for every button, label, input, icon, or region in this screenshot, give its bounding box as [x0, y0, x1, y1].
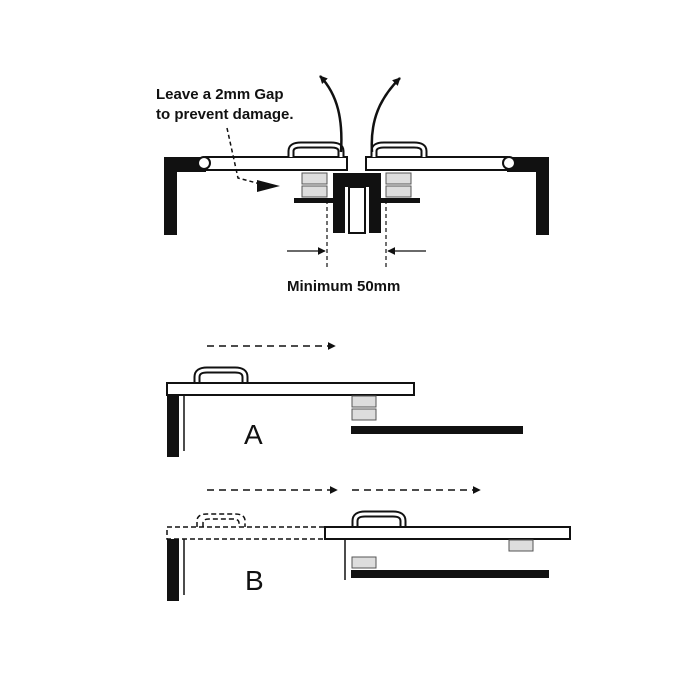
panel-b-ghost-handle-inner: [202, 518, 240, 527]
panel-a: A: [166, 342, 523, 457]
left-handle: [287, 141, 345, 157]
panel-a-handle: [193, 366, 249, 383]
right-hinge-pin: [502, 156, 516, 170]
right-support-bar: [381, 198, 420, 203]
panel-a-pad-lower: [351, 408, 377, 421]
panel-b-plate: [324, 526, 571, 540]
panel-b-pad-end: [508, 539, 534, 552]
panel-b-handle: [351, 510, 407, 527]
right-pad-lower: [385, 185, 412, 198]
panel-b-ghost-plate: [166, 526, 328, 540]
panel-b-handle-inner: [353, 512, 405, 527]
right-pad-upper: [385, 172, 412, 185]
left-plate: [205, 156, 348, 171]
left-lift-arrow: [319, 75, 343, 153]
left-pad-lower: [301, 185, 328, 198]
panel-b-pad-lower: [351, 556, 377, 569]
gap-note-line2: to prevent damage.: [156, 106, 294, 123]
panel-a-pad-upper: [351, 395, 377, 408]
panel-a-label: A: [244, 419, 263, 450]
minimum-gap-label: Minimum 50mm: [287, 278, 400, 295]
panel-b-ghost-handle: [196, 513, 246, 527]
panel-b-label: B: [245, 565, 264, 596]
right-lift-arrow: [370, 77, 401, 153]
left-hinge-pin: [197, 156, 211, 170]
right-frame-bracket: [507, 157, 549, 235]
panel-b: B: [166, 486, 571, 601]
gap-pointer-arrowhead: [257, 180, 280, 192]
panel-a-frame-post: [167, 395, 179, 457]
panel-a-plate: [166, 382, 415, 396]
panel-b-rail: [351, 570, 549, 578]
panel-a-rail: [351, 426, 523, 434]
right-handle-inner: [372, 143, 426, 157]
left-frame-bracket: [164, 157, 206, 235]
panel-b-frame-post: [167, 539, 179, 601]
left-pad-upper: [301, 172, 328, 185]
left-support-bar: [294, 198, 333, 203]
right-handle: [370, 141, 428, 157]
gap-note-line1: Leave a 2mm Gap: [156, 86, 284, 103]
right-plate: [365, 156, 508, 171]
panel-a-handle-inner: [195, 368, 247, 383]
center-channel: [333, 173, 381, 234]
top-section: Leave a 2mm Gap to prevent damage. Minim…: [156, 75, 549, 295]
